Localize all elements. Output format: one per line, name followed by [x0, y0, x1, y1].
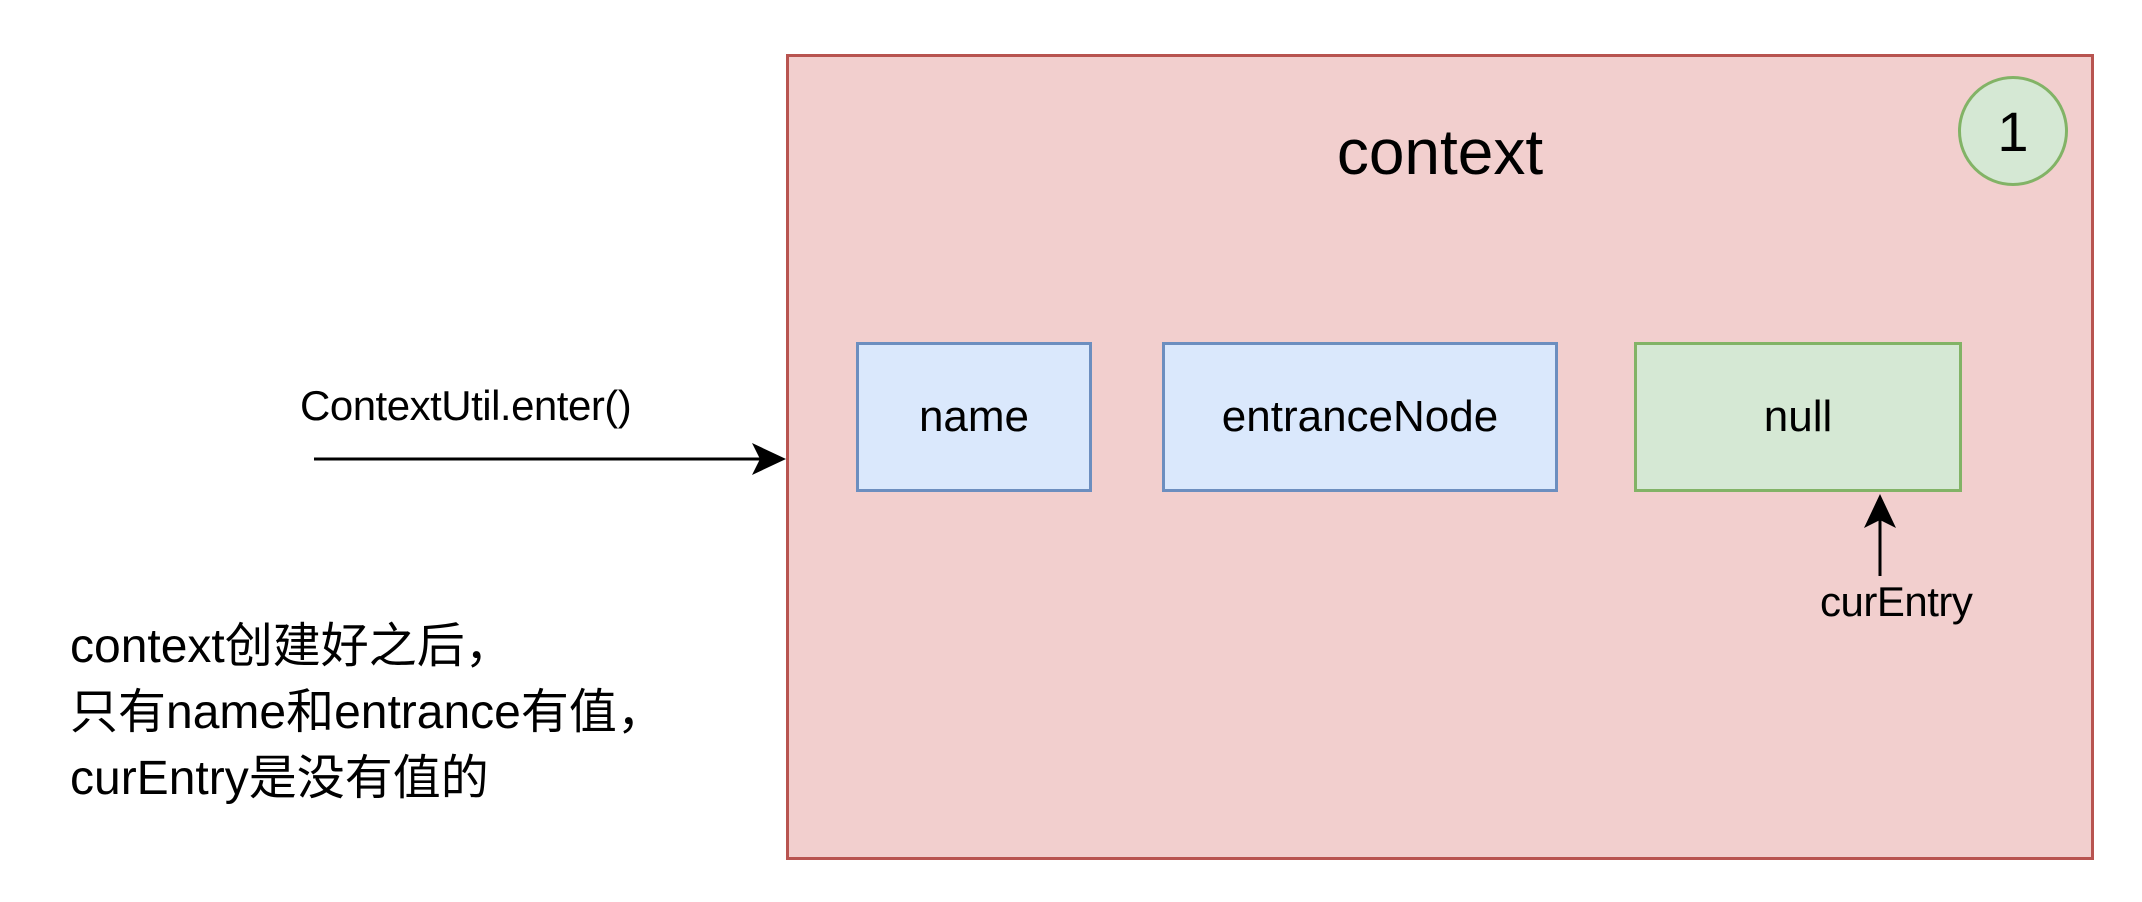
note-line: context创建好之后， — [70, 620, 513, 673]
enter-call-arrow — [314, 443, 786, 475]
enter-call-label: ContextUtil.enter() — [300, 382, 632, 429]
step-badge: 1 — [1958, 76, 2068, 186]
note-line: curEntry是没有值的 — [70, 752, 489, 805]
note-line: 只有name和entrance有值， — [70, 686, 665, 739]
context-title: context — [1336, 116, 1544, 188]
field-cur-entry-box: null — [1634, 342, 1962, 492]
field-name-box: name — [856, 342, 1092, 492]
field-entrance-node-box: entranceNode — [1162, 342, 1558, 492]
cur-entry-pointer-label: curEntry — [1820, 578, 1973, 625]
explanatory-note: context创建好之后， 只有name和entrance有值， curEntr… — [70, 614, 770, 812]
